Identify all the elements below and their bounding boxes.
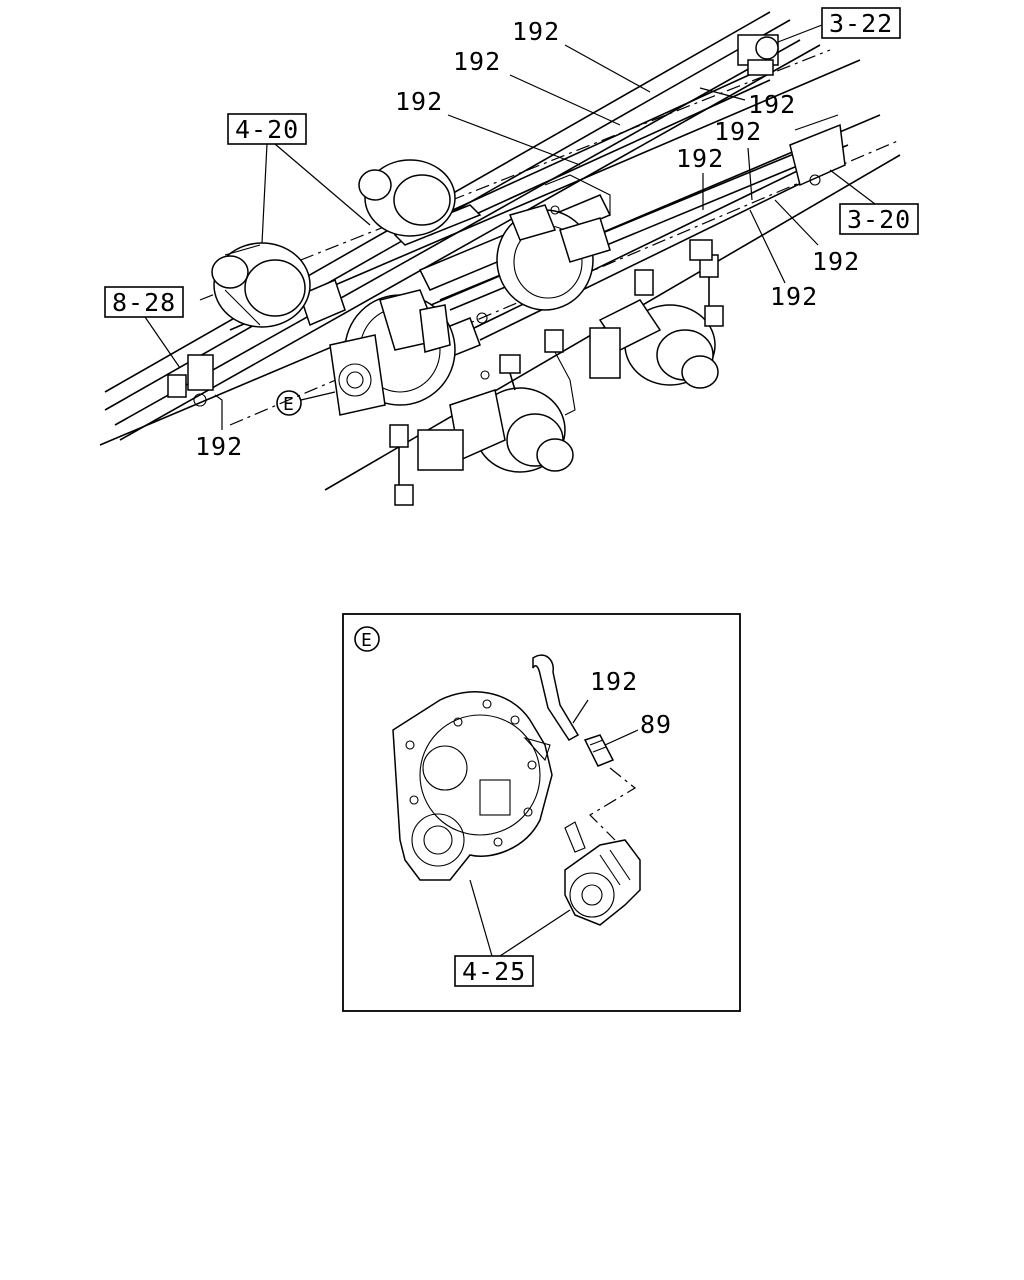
svg-text:89: 89 <box>640 710 672 739</box>
svg-text:4-20: 4-20 <box>235 115 299 144</box>
valve-unit-upper-right <box>737 34 779 76</box>
svg-text:8-28: 8-28 <box>112 288 176 317</box>
hose-192 <box>532 654 580 741</box>
wheel-hub-left-front <box>358 159 456 237</box>
svg-text:192: 192 <box>590 667 638 696</box>
detail-e-marker: E <box>354 626 380 652</box>
ref-box-4-20[interactable]: 4-20 <box>227 113 371 244</box>
callout-192-f: 192 <box>676 144 724 210</box>
callout-192-c: 192 <box>395 87 581 166</box>
svg-text:E: E <box>283 394 294 415</box>
callout-192-a: 192 <box>512 17 651 93</box>
svg-text:4-25: 4-25 <box>462 957 526 986</box>
wheel-hub-right-front <box>589 299 719 389</box>
connector-block-right <box>789 114 846 187</box>
callout-192-detail: 192 <box>572 667 638 724</box>
svg-text:192: 192 <box>748 90 796 119</box>
callout-192-b: 192 <box>453 47 621 126</box>
ref-box-8-28[interactable]: 8-28 <box>104 286 184 369</box>
svg-text:192: 192 <box>453 47 501 76</box>
svg-text:192: 192 <box>512 17 560 46</box>
wheel-hub-left-rear <box>211 242 311 328</box>
ref-box-3-22[interactable]: 3-22 <box>777 7 901 43</box>
callout-192-d: 192 <box>699 87 796 119</box>
callout-89: 89 <box>604 710 672 746</box>
callout-192-e: 192 <box>714 117 762 201</box>
fitting-89 <box>583 734 615 767</box>
rear-axle-assembly-drawing <box>99 11 901 506</box>
differential-front <box>496 204 611 311</box>
svg-text:3-20: 3-20 <box>847 205 911 234</box>
svg-text:3-22: 3-22 <box>829 9 893 38</box>
detail-marker-e[interactable]: E <box>276 390 336 416</box>
small-fittings <box>476 205 560 380</box>
callout-192-h: 192 <box>749 209 818 311</box>
callout-192-g: 192 <box>774 199 860 276</box>
suspension-brackets <box>389 239 724 506</box>
callout-192-i: 192 <box>195 394 243 461</box>
detail-e-panel: E 192 89 <box>342 613 741 1012</box>
svg-text:192: 192 <box>770 282 818 311</box>
power-divider-cover <box>329 334 386 416</box>
valve-unit-left <box>167 354 214 407</box>
wheel-hub-right-rear <box>417 387 574 473</box>
ref-box-4-25[interactable]: 4-25 <box>454 879 571 987</box>
svg-text:192: 192 <box>714 117 762 146</box>
shift-unit <box>564 821 641 926</box>
svg-text:192: 192 <box>395 87 443 116</box>
svg-text:192: 192 <box>195 432 243 461</box>
svg-text:E: E <box>361 630 372 651</box>
svg-text:192: 192 <box>812 247 860 276</box>
ref-box-3-20[interactable]: 3-20 <box>829 169 919 235</box>
svg-text:192: 192 <box>676 144 724 173</box>
power-divider-housing <box>392 691 553 881</box>
